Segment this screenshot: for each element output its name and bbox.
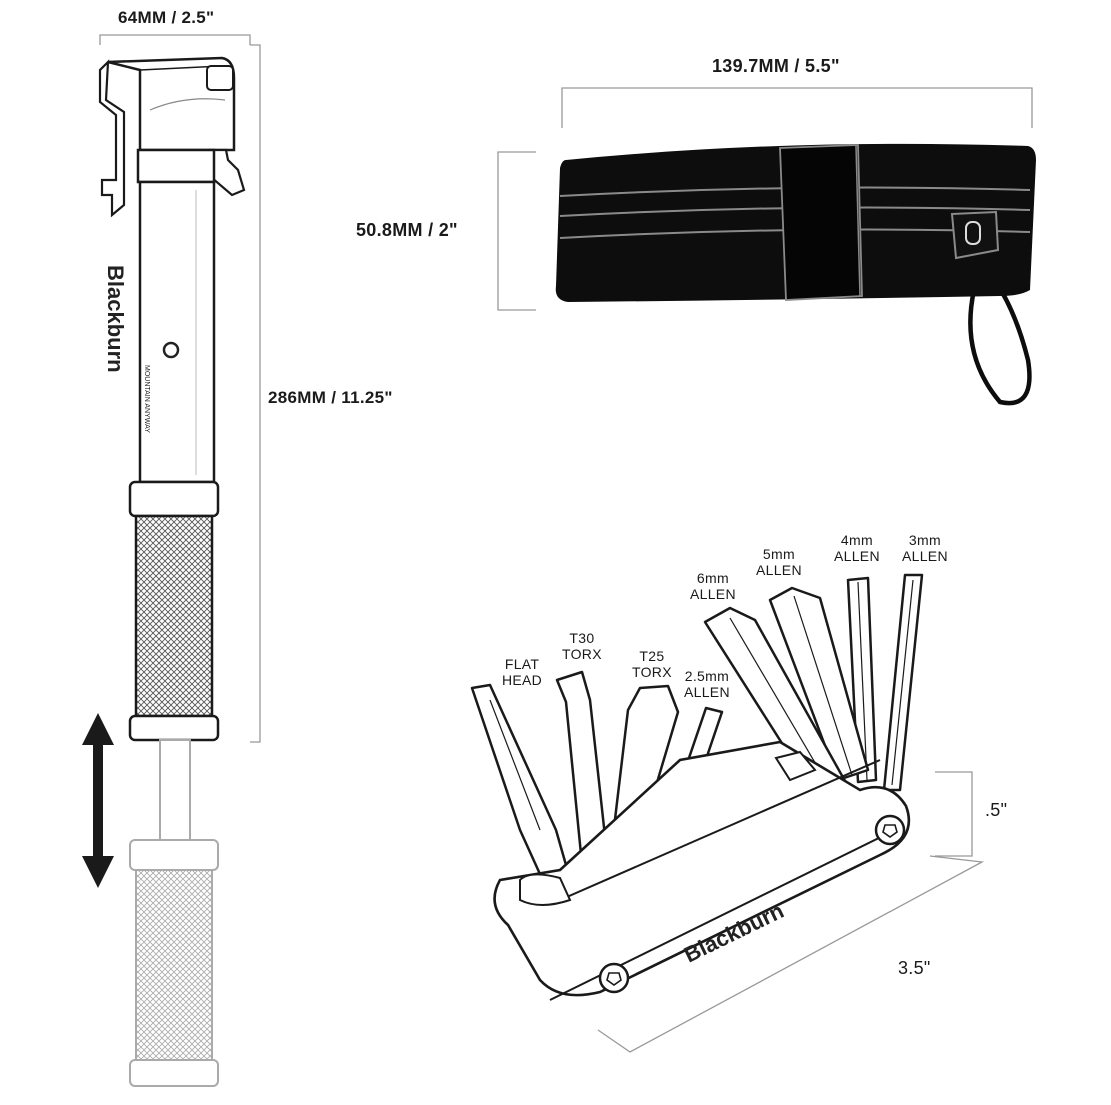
tool-label-2.5mm-allen: 2.5mm ALLEN	[684, 668, 730, 700]
tool-label-6mm-allen: 6mm ALLEN	[690, 570, 736, 602]
bag-height-dimension-line	[497, 151, 536, 311]
bag-strap	[779, 144, 863, 301]
pump-brand-text: Blackburn	[103, 265, 128, 373]
pivot-bolt-icon	[874, 814, 906, 846]
multitool-body	[493, 740, 911, 997]
pump-grip	[134, 514, 214, 718]
tool-label-t25-torx: T25 TORX	[632, 648, 672, 680]
bag-width-dimension-line	[561, 87, 1033, 128]
pump-illustration	[82, 34, 261, 1087]
pump-length-label: 286MM / 11.25"	[268, 388, 393, 407]
pump-logo-mark	[162, 341, 180, 359]
pivot-bolt-icon	[598, 962, 630, 994]
pump-model-text: MOUNTAIN ANYWAY	[143, 365, 150, 433]
pump-width-dimension-line	[99, 34, 251, 45]
pump-grip-collar-top	[128, 480, 220, 518]
multitool-thickness-dimension-line	[935, 771, 973, 857]
multitool-illustration	[470, 573, 985, 1053]
pump-lever	[208, 148, 246, 197]
tool-label-t30-torx: T30 TORX	[562, 630, 602, 662]
bag-buckle	[950, 210, 1000, 260]
pump-length-dimension-line	[250, 44, 261, 743]
tool-roll-bag-illustration	[497, 87, 1036, 406]
pump-width-label: 64MM / 2.5"	[118, 8, 215, 27]
tool-label-flat-head: FLAT HEAD	[502, 656, 543, 688]
tool-label-5mm-allen: 5mm ALLEN	[756, 546, 802, 578]
bag-height-label: 50.8MM / 2"	[356, 220, 458, 240]
multitool-length-label: 3.5"	[898, 958, 931, 978]
pump-barrel	[138, 180, 216, 484]
bag-pull-loop	[968, 289, 1032, 406]
multitool-length-dimension-line	[597, 855, 985, 1053]
tool-label-4mm-allen: 4mm ALLEN	[834, 532, 880, 564]
pump-grip-collar-bottom	[128, 714, 220, 742]
bag-width-label: 139.7MM / 5.5"	[712, 56, 840, 76]
multitool-thickness-label: .5"	[985, 800, 1008, 820]
tool-label-3mm-allen: 3mm ALLEN	[902, 532, 948, 564]
pump-shaft-extended	[159, 739, 191, 841]
extend-arrow-icon	[82, 713, 114, 888]
